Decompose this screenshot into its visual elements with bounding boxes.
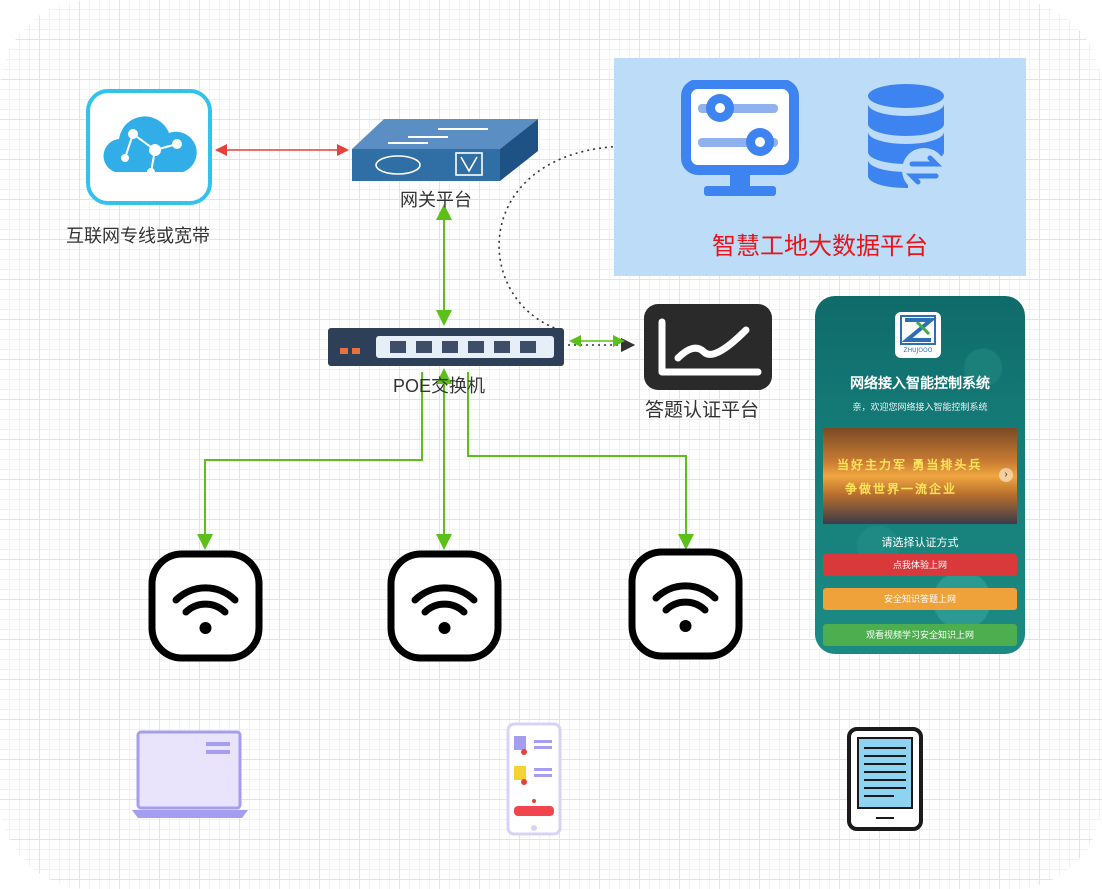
safety-quiz-button[interactable]: 安全知识答题上网 — [823, 588, 1017, 610]
try-internet-button[interactable]: 点我体验上网 — [823, 554, 1017, 576]
access-point-3[interactable] — [628, 548, 743, 660]
gateway-router-icon — [352, 119, 538, 181]
poe-switch-node[interactable] — [328, 326, 564, 368]
cloud-network-icon — [86, 89, 212, 205]
internet-label: 互联网专线或宽带 — [66, 226, 210, 246]
link-switch-ap3 — [467, 372, 694, 550]
gateway-label: 网关平台 — [400, 190, 472, 210]
svg-text:ZHUJOOO: ZHUJOOO — [904, 347, 933, 354]
portal-banner: 当好主力军 勇当排头兵 争做世界一流企业 › — [823, 428, 1017, 524]
portal-welcome: 亲，欢迎您网络接入智能控制系统 — [852, 402, 988, 412]
gateway-node[interactable] — [348, 115, 540, 185]
wifi-access-point-icon — [387, 550, 502, 662]
access-point-2[interactable] — [387, 550, 502, 662]
banner-next-arrow-icon[interactable]: › — [999, 468, 1013, 482]
auth-portal-phone-screen: ZHUJOOO 网络接入智能控制系统 亲，欢迎您网络接入智能控制系统 当好主力军… — [815, 296, 1025, 654]
link-switch-bigdata — [498, 139, 630, 331]
banner-line-1: 当好主力军 勇当排头兵 — [837, 458, 983, 472]
portal-logo-icon: ZHUJOOO — [900, 315, 937, 354]
poe-switch-label: POE交换机 — [393, 376, 486, 396]
tablet-client[interactable] — [846, 726, 924, 832]
laptop-icon — [132, 730, 248, 818]
portal-choose-prompt: 请选择认证方式 — [881, 537, 959, 549]
safety-video-button[interactable]: 观看视频学习安全知识上网 — [823, 624, 1017, 646]
link-switch-ap1 — [197, 372, 423, 550]
database-sync-icon — [867, 84, 946, 192]
monitor-settings-icon — [681, 80, 799, 196]
wifi-access-point-icon — [148, 550, 263, 662]
bigdata-platform-panel[interactable]: 智慧工地大数据平台 — [614, 58, 1026, 276]
wifi-access-point-icon — [628, 548, 743, 660]
smartphone-icon — [506, 722, 562, 836]
exam-platform-node[interactable] — [642, 302, 774, 392]
line-chart-icon — [644, 304, 772, 390]
access-point-1[interactable] — [148, 550, 263, 662]
smartphone-client[interactable] — [506, 722, 562, 836]
banner-line-2: 争做世界一流企业 — [845, 482, 958, 496]
laptop-client[interactable] — [132, 728, 248, 822]
exam-platform-label: 答题认证平台 — [645, 400, 760, 421]
tablet-icon — [847, 727, 923, 831]
portal-logo: ZHUJOOO — [895, 312, 941, 358]
bigdata-platform-title: 智慧工地大数据平台 — [712, 233, 928, 260]
portal-title: 网络接入智能控制系统 — [850, 375, 990, 391]
internet-node[interactable] — [85, 88, 213, 206]
network-switch-icon — [328, 328, 564, 366]
